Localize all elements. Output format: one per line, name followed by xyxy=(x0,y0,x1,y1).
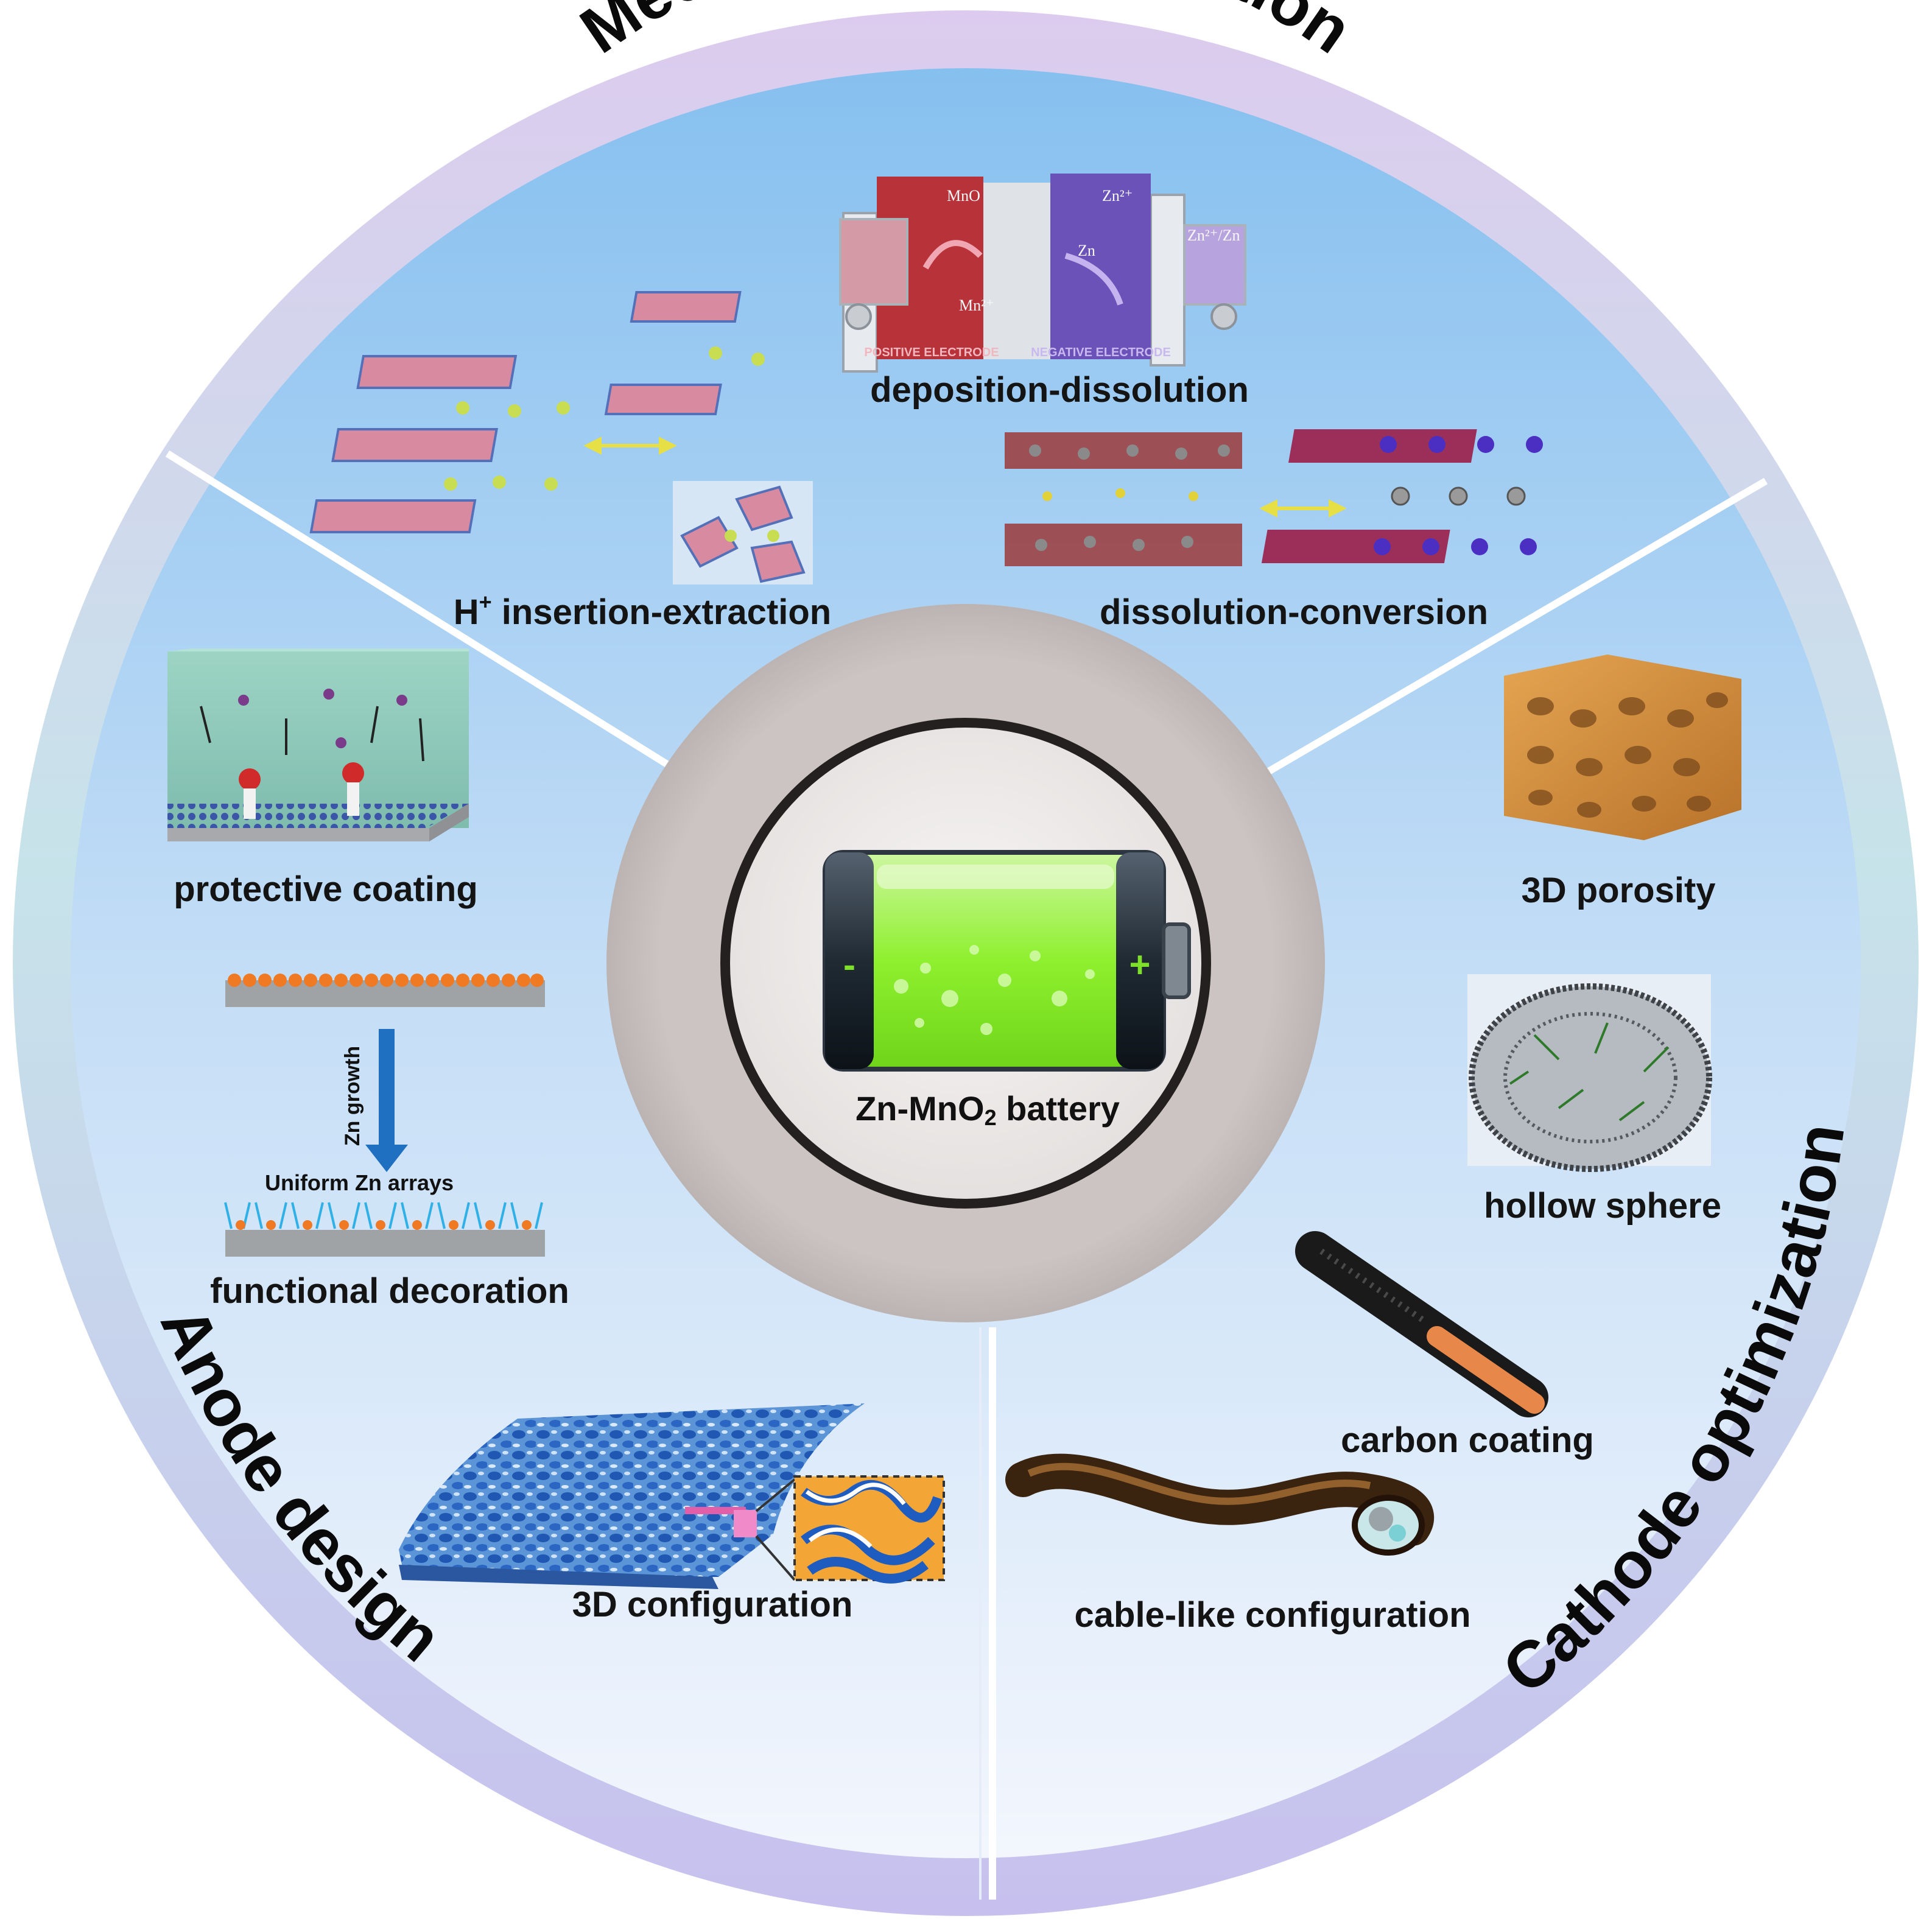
carbon-coating-illustration xyxy=(1295,1231,1548,1417)
battery-plus-sign: + xyxy=(1129,944,1150,985)
label-hollow-sphere: hollow sphere xyxy=(1484,1186,1721,1226)
tag-negative-electrode: NEGATIVE ELECTRODE xyxy=(1031,346,1171,359)
3d-configuration-illustration xyxy=(399,1403,945,1589)
zn-mno2-layer-illustration xyxy=(1261,429,1543,563)
double-arrow-left xyxy=(583,437,677,455)
section-dividers xyxy=(165,450,1768,1900)
label-functional-decoration: functional decoration xyxy=(210,1271,569,1311)
center-label-subscript: 2 xyxy=(985,1105,997,1130)
label-h-insertion-extraction: H+ insertion-extraction xyxy=(454,589,831,632)
label-deposition-dissolution: deposition-dissolution xyxy=(870,370,1249,410)
battery-minus-sign: - xyxy=(843,944,855,985)
tag-positive-electrode: POSITIVE ELECTRODE xyxy=(864,346,999,359)
label-h-rest: insertion-extraction xyxy=(492,592,832,632)
tag-zn-pair: Zn²⁺/Zn xyxy=(1187,226,1240,244)
flow-cell-illustration: MnO Zn Zn²⁺ Mn²⁺ Zn²⁺/Zn POSITIVE ELECTR… xyxy=(839,174,1246,373)
label-3d-configuration: 3D configuration xyxy=(572,1585,853,1624)
label-uniform-zn-arrays: Uniform Zn arrays xyxy=(265,1170,454,1195)
tag-zn: Zn xyxy=(1078,242,1095,259)
label-3d-porosity: 3D porosity xyxy=(1521,871,1715,910)
layered-mno2-illustration xyxy=(309,291,813,584)
battery-bubbles xyxy=(894,945,1095,1035)
center-label-prefix: Zn-MnO xyxy=(855,1089,984,1128)
label-h-superscript: + xyxy=(479,589,492,614)
label-carbon-coating: carbon coating xyxy=(1341,1420,1594,1460)
double-arrow-right xyxy=(1259,499,1347,518)
distorted-mno2-block xyxy=(673,481,813,584)
3d-porosity-illustration xyxy=(1504,655,1741,840)
label-cable-like-configuration: cable-like configuration xyxy=(1075,1595,1471,1635)
tag-mno2: MnO xyxy=(947,187,980,205)
tag-zn2: Zn²⁺ xyxy=(1102,187,1133,205)
battery-icon: - + xyxy=(823,850,1191,1072)
label-h-prefix: H xyxy=(454,592,479,632)
label-dissolution-conversion: dissolution-conversion xyxy=(1100,592,1488,632)
center-label-suffix: battery xyxy=(997,1089,1120,1128)
label-zn-growth: Zn growth xyxy=(341,1046,364,1146)
tag-mn2: Mn²⁺ xyxy=(959,297,994,314)
cable-like-configuration-illustration xyxy=(1005,1453,1434,1556)
label-protective-coating: protective coating xyxy=(174,869,478,909)
hollow-sphere-illustration xyxy=(1467,974,1712,1172)
center-label: Zn-MnO2 battery xyxy=(855,1089,1120,1130)
protective-coating-illustration xyxy=(167,648,469,841)
zhs-structure-illustration xyxy=(1005,432,1242,566)
functional-decoration-illustration: Zn growth Uniform Zn arrays xyxy=(224,974,545,1257)
